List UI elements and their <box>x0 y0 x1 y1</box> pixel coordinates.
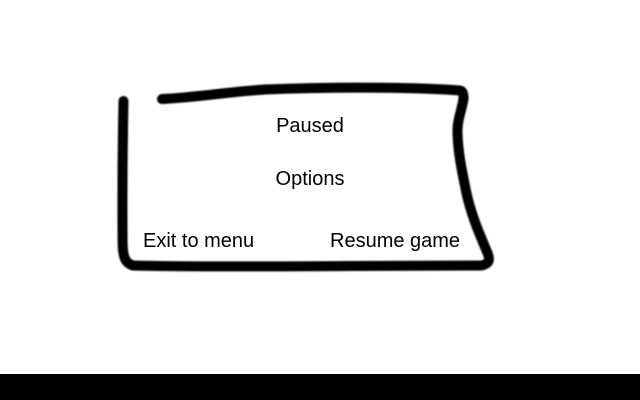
pause-menu-items: Paused Options Exit to menu Resume game <box>100 75 520 290</box>
menu-item-options[interactable]: Options <box>275 168 345 190</box>
pause-menu-title: Paused <box>276 115 344 137</box>
menu-item-resume-game[interactable]: Resume game <box>330 230 461 252</box>
letterbox-bar-bottom <box>0 374 640 400</box>
pause-menu-panel: Paused Options Exit to menu Resume game <box>100 75 520 290</box>
menu-item-exit-to-menu[interactable]: Exit to menu <box>143 230 255 252</box>
